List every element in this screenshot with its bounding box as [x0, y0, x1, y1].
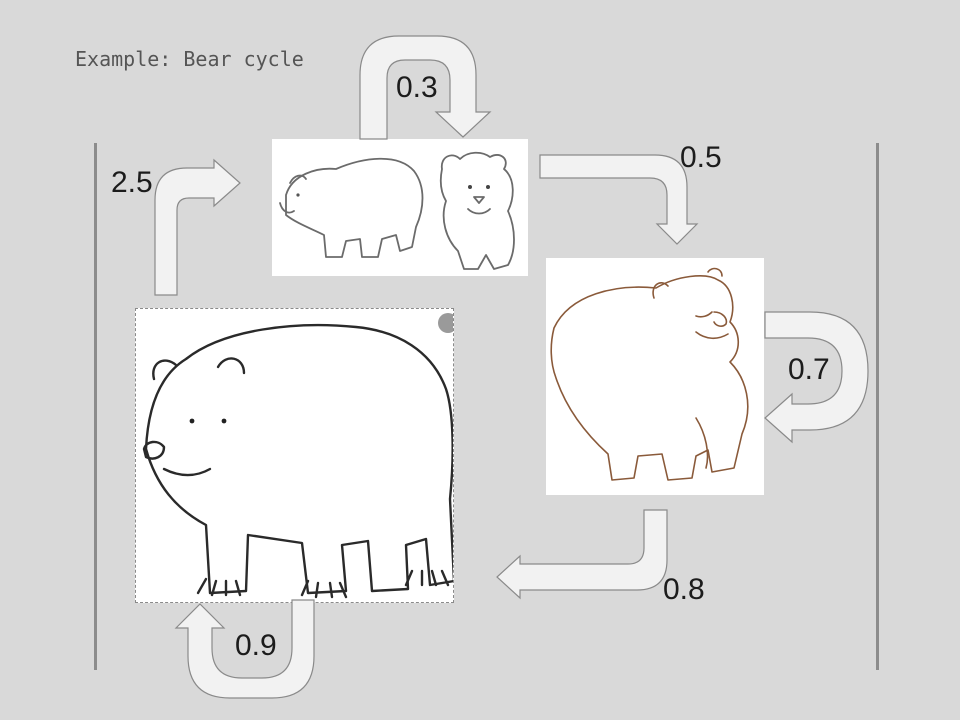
arrow-juvenile-to-adult	[496, 509, 668, 600]
label-juvenile-to-adult: 0.8	[663, 573, 705, 606]
adult-bear-sketch-icon	[142, 313, 453, 599]
arrow-cubs-self	[359, 35, 492, 140]
juvenile-bear-sketch-icon	[550, 267, 749, 481]
left-divider	[94, 143, 97, 670]
arrow-adult-to-cubs	[154, 158, 241, 296]
label-adult-self: 0.9	[235, 629, 277, 662]
label-juvenile-self: 0.7	[788, 353, 830, 386]
right-divider	[876, 143, 879, 670]
arrow-juvenile-self	[764, 311, 869, 444]
arrow-adult-self	[174, 599, 315, 699]
slide-title: Example: Bear cycle	[75, 47, 304, 71]
bear-cubs-sketch-icon	[279, 151, 515, 270]
bear-cubs-image	[272, 139, 528, 276]
label-cubs-to-juvenile: 0.5	[680, 141, 722, 174]
arrow-cubs-to-juvenile	[539, 154, 699, 245]
label-adult-to-cubs: 2.5	[111, 166, 153, 199]
label-cubs-self: 0.3	[396, 71, 438, 104]
adult-bear-image	[135, 308, 454, 603]
juvenile-bear-image	[546, 258, 764, 495]
